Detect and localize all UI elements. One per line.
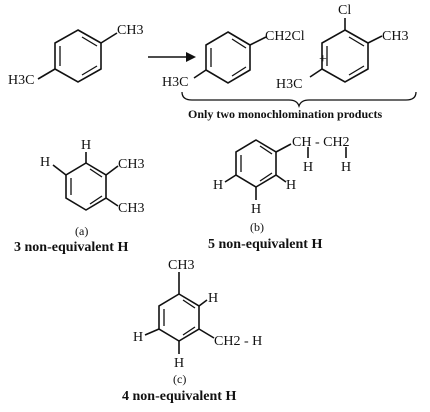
b-ring-h-bond — [224, 174, 237, 183]
structure-c: CH3 H H H CH2 - H (c) 4 non-equivalent H — [122, 258, 262, 404]
reactant-p-xylene: CH3 H3C — [8, 23, 143, 88]
b-ring-h-bond — [275, 174, 287, 183]
product1-h3c: H3C — [162, 75, 188, 90]
product2-methyl-bond — [367, 35, 383, 44]
reactant-h3c-left: H3C — [8, 73, 34, 88]
product1-double-bond — [231, 66, 247, 77]
b-h1: H — [303, 160, 313, 175]
a-ch3-2: CH3 — [118, 201, 144, 216]
structure-b: CH - CH2 H H H H H (b) 5 non-equivalent … — [208, 135, 351, 252]
reactant-ch3-top: CH3 — [117, 23, 143, 38]
a-double-bond — [89, 195, 103, 205]
product2-h3c: H3C — [276, 77, 302, 92]
product1-double-bond — [231, 38, 247, 49]
a-ch3-1: CH3 — [118, 157, 144, 172]
b-ring — [235, 139, 277, 188]
b-caption: 5 non-equivalent H — [208, 237, 322, 252]
product1-ch2cl-bond — [249, 36, 267, 46]
b-h-left: H — [213, 178, 223, 193]
reaction-arrow — [148, 52, 196, 62]
product2-methyl-bond — [309, 68, 323, 78]
b-chain-bond — [275, 143, 292, 153]
b-h-bottom: H — [251, 202, 261, 217]
b-double-bond — [259, 172, 273, 182]
reactant-double-bond — [81, 36, 98, 47]
c-h-bond — [198, 299, 208, 307]
arrow-head — [186, 52, 196, 62]
b-h-ring: H — [286, 178, 296, 193]
c-double-bond — [182, 326, 196, 336]
a-h-left: H — [40, 155, 50, 170]
c-caption: 4 non-equivalent H — [122, 389, 236, 404]
c-ch2h: CH2 - H — [214, 334, 262, 349]
c-h-right: H — [208, 291, 218, 306]
product1-structure: CH2Cl H3C — [162, 29, 305, 90]
product1-methyl-bond — [193, 69, 207, 79]
a-label: (a) — [75, 224, 88, 238]
product2-structure: Cl CH3 H3C — [276, 3, 408, 92]
products-brace — [181, 91, 417, 109]
b-h2: H — [341, 160, 351, 175]
product2-ch3: CH3 — [382, 29, 408, 44]
c-double-bond — [182, 299, 196, 309]
product1-ch2cl: CH2Cl — [265, 29, 305, 44]
a-h-bond — [52, 164, 67, 176]
a-methyl-bond — [105, 165, 119, 176]
reactant-ring — [54, 29, 102, 83]
a-methyl-bond — [105, 197, 119, 207]
b-double-bond — [259, 145, 273, 155]
c-label: (c) — [173, 372, 186, 386]
a-double-bond — [89, 168, 103, 178]
b-label: (b) — [250, 220, 264, 234]
product1-ring — [205, 31, 251, 84]
structure-a: H H CH3 CH3 (a) 3 non-equivalent H — [14, 138, 144, 255]
a-ring — [65, 162, 107, 211]
a-caption: 3 non-equivalent H — [14, 240, 128, 255]
c-h-left: H — [133, 330, 143, 345]
product2-ring — [321, 29, 369, 83]
products-note: Only two monochlomination products — [188, 107, 382, 121]
c-ch2-bond — [198, 328, 215, 339]
reactant-methyl-bond — [100, 32, 118, 44]
c-h-bond — [144, 328, 160, 336]
reactant-methyl-bond — [37, 68, 56, 80]
b-chain: CH - CH2 — [292, 135, 350, 150]
reactant-double-bond — [81, 65, 98, 76]
product2-cl: Cl — [338, 3, 351, 18]
product2-double-bond — [348, 65, 365, 76]
product2-double-bond — [348, 36, 365, 47]
a-h-top: H — [81, 138, 91, 153]
c-ch3: CH3 — [168, 258, 194, 273]
c-ring — [158, 293, 200, 342]
c-h-bottom: H — [174, 356, 184, 371]
plus-sign: + — [319, 52, 327, 67]
